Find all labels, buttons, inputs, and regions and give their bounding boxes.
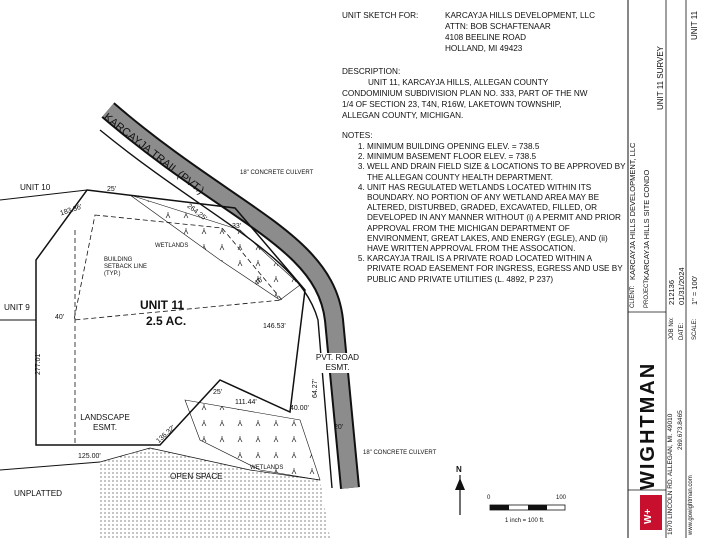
dim-label: 40.00' [290,405,309,412]
dim-label: 40' [55,314,65,321]
private-road-fill [102,103,358,489]
north-arrow-icon [455,475,465,515]
logo-mark [640,495,662,530]
north-label: N [456,465,462,474]
culvert-label-bottom: 18" CONCRETE CULVERT [363,450,437,456]
dim-label: 25' [107,186,117,193]
company-address: 1670 LINCOLN RD. ALLEGAN, MI. 49010 [667,413,674,535]
unit-area: 2.5 AC. [146,314,187,328]
scale-bar [489,504,566,511]
scale-zero: 0 [487,495,491,501]
client-label: CLIENT: [630,285,636,308]
description-line: UNIT 11, KARCAYJA HILLS, ALLEGAN COUNTY [368,78,549,87]
job-number: 212136 [667,279,676,305]
dim-label: 33' [232,223,242,230]
wetlands-label-bottom: WETLANDS [250,465,284,471]
description-line: 1/4 OF SECTION 23, T4N, R16W, LAKETOWN T… [342,100,562,109]
dim-label: 25' [213,389,223,396]
dim-label: 64.27' [312,379,319,398]
dim-label: 111.44' [235,399,257,406]
open-space-label: OPEN SPACE [170,472,223,481]
client-name: KARCAYJA HILLS DEVELOPMENT, LLC [628,142,637,280]
wetland-bottom [184,399,321,481]
dim-label: 20' [334,424,344,431]
project-label: PROJECT: [644,278,650,308]
scale-label: SCALE: [692,318,698,340]
note-item: WELL AND DRAIN FIELD SIZE & LOCATIONS TO… [367,162,627,182]
setback-line [73,214,283,321]
sketch-label: UNIT SKETCH FOR: [342,11,419,20]
scale-value: 1" = 100' [690,275,699,305]
dim-label: 125.00' [78,453,101,460]
description-title: DESCRIPTION: [342,67,401,76]
project-name: KARCAYJA HILLS SITE CONDO [642,169,651,280]
unit-title: UNIT 11 [140,298,185,312]
date-value: 01/31/2024 [677,267,686,305]
pvt-road-label: PVT. ROAD ESMT. [315,353,360,373]
client-line: HOLLAND, MI 49423 [445,44,523,53]
logo-text: W+ [643,508,654,524]
wetland-top [129,194,301,301]
title-survey: UNIT 11 SURVEY [656,45,665,110]
title-unit: UNIT 11 [690,10,699,40]
job-label: JOB No: [669,317,675,340]
note-item: KARCAYJA TRAIL IS A PRIVATE ROAD LOCATED… [367,254,627,285]
dim-label: 277.01' [35,352,42,375]
date-label: DATE: [679,322,685,340]
scale-text: 1 inch = 100 ft. [505,518,545,524]
description-line: ALLEGAN COUNTY, MICHIGAN. [342,111,464,120]
client-block: KARCAYJA HILLS DEVELOPMENT, LLC ATTN: BO… [445,10,595,54]
note-item: MINIMUM BUILDING OPENING ELEV. = 738.5 [367,142,627,152]
setback-label: BUILDING SETBACK LINE (TYP.) [104,257,148,277]
company-phone: 269.673.8465 [677,410,684,450]
notes-list: MINIMUM BUILDING OPENING ELEV. = 738.5 M… [342,142,627,285]
description-line: CONDOMINIUM SUBDIVISION PLAN NO. 333, PA… [342,89,588,98]
note-item: MINIMUM BASEMENT FLOOR ELEV. = 738.5 [367,152,627,162]
dim-label: 146.53' [263,323,286,330]
open-space [100,448,330,538]
notes-title: NOTES: [342,131,373,140]
client-line: 4108 BEELINE ROAD [445,33,527,42]
unit-boundary [35,189,306,446]
landscape-label: LANDSCAPE ESMT. [80,413,130,432]
culvert-label-top: 18" CONCRETE CULVERT [240,170,314,176]
note-item: UNIT HAS REGULATED WETLANDS LOCATED WITH… [367,183,627,254]
company-web: www.gowightman.com [688,475,694,535]
client-line: ATTN: BOB SCHAFTENAAR [445,22,551,31]
company-name: WIGHTMAN [637,361,659,490]
wetlands-label-top: WETLANDS [155,243,189,249]
scale-hundred: 100 [556,495,567,501]
description-text: UNIT 11, KARCAYJA HILLS, ALLEGAN COUNTY … [342,77,627,121]
unit10-label: UNIT 10 [20,183,51,192]
client-line: KARCAYJA HILLS DEVELOPMENT, LLC [445,11,596,20]
unit9-label: UNIT 9 [4,303,30,312]
unplatted-label: UNPLATTED [14,489,63,498]
